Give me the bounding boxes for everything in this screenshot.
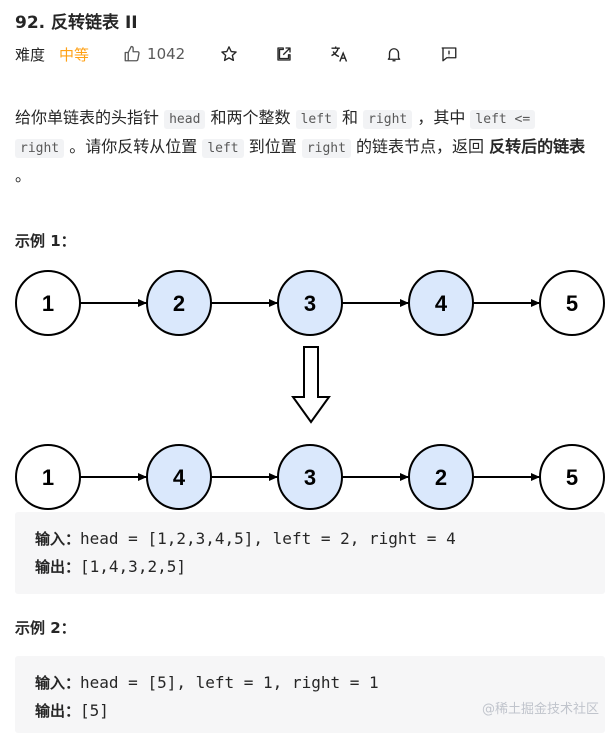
io-input-line: 输入：head = [5], left = 1, right = 1 [35, 669, 605, 697]
list-after: 1 4 3 2 5 [15, 444, 605, 510]
desc-text: 到位置 [243, 137, 302, 156]
list-node-value: 4 [435, 291, 448, 316]
list-node [277, 270, 343, 336]
list-node-value: 3 [304, 465, 316, 490]
watermark: @稀土掘金技术社区 [481, 702, 599, 717]
difficulty-badge: 中等 [59, 45, 90, 64]
example-1-title: 示例 1： [15, 232, 76, 250]
like-count: 1042 [147, 45, 186, 63]
list-node-value: 4 [173, 465, 186, 490]
desc-text: 给你单链表的头指针 [15, 108, 165, 127]
output-key: 输出： [35, 558, 81, 576]
problem-title: 92. 反转链表 II [15, 13, 138, 33]
list-before: 1 2 3 4 5 [15, 270, 605, 336]
list-node [146, 444, 212, 510]
list-node-value: 1 [42, 291, 54, 316]
list-node-value: 1 [42, 465, 54, 490]
bell-icon[interactable] [383, 43, 405, 65]
list-node [408, 444, 474, 510]
inline-code: right [15, 139, 65, 158]
output-value: [1,4,3,2,5] [80, 557, 186, 576]
desc-text: 和 [336, 108, 364, 127]
inline-code: left [202, 139, 244, 158]
desc-text: 。请你反转从位置 [64, 137, 203, 156]
input-key: 输入： [35, 674, 81, 692]
thumbs-up-icon [124, 45, 140, 62]
input-value: head = [1,2,3,4,5], left = 2, right = 4 [80, 529, 456, 548]
problem-meta-bar: 难度 中等 1042 [15, 42, 460, 66]
io-output-line: 输出：[1,4,3,2,5] [35, 553, 605, 581]
down-arrow-icon [291, 346, 331, 424]
translate-icon[interactable] [328, 43, 350, 65]
desc-bold: 反转后的链表 [489, 137, 586, 156]
example-2-io: 输入：head = [5], left = 1, right = 1 输出：[5… [15, 656, 605, 733]
inline-code: right [301, 139, 351, 158]
example-2-title: 示例 2： [15, 619, 76, 637]
like-button[interactable]: 1042 [123, 45, 185, 63]
desc-text: 的链表节点，返回 [350, 137, 490, 156]
example-1-io: 输入：head = [1,2,3,4,5], left = 2, right =… [15, 512, 605, 594]
feedback-icon[interactable] [438, 43, 460, 65]
star-icon[interactable] [218, 43, 240, 65]
desc-text: ，其中 [412, 108, 471, 127]
list-node [539, 444, 605, 510]
inline-code: left [295, 110, 337, 129]
list-node-value: 5 [566, 465, 578, 490]
desc-text: 。 [15, 166, 32, 185]
inline-code: head [164, 110, 206, 129]
list-node-value: 3 [304, 291, 316, 316]
list-node-value: 2 [435, 465, 447, 490]
io-input-line: 输入：head = [1,2,3,4,5], left = 2, right =… [35, 525, 605, 553]
output-key: 输出： [35, 702, 81, 720]
linked-list-diagram: 1 2 3 4 5 1 4 3 2 5 [15, 270, 605, 510]
list-node [15, 444, 81, 510]
list-node-value: 5 [566, 291, 578, 316]
list-node [277, 444, 343, 510]
problem-description: 给你单链表的头指针 head 和两个整数 left 和 right ，其中 le… [15, 104, 605, 189]
output-value: [5] [80, 701, 109, 720]
inline-code: left <= [470, 110, 536, 129]
share-icon[interactable] [273, 43, 295, 65]
list-node [408, 270, 474, 336]
io-output-line: 输出：[5] [35, 697, 605, 725]
list-node [15, 270, 81, 336]
inline-code: right [363, 110, 413, 129]
list-node [539, 270, 605, 336]
input-key: 输入： [35, 530, 81, 548]
difficulty-label: 难度 [15, 45, 46, 64]
list-node-value: 2 [173, 291, 185, 316]
desc-text: 和两个整数 [205, 108, 296, 127]
list-node [146, 270, 212, 336]
input-value: head = [5], left = 1, right = 1 [80, 673, 379, 692]
